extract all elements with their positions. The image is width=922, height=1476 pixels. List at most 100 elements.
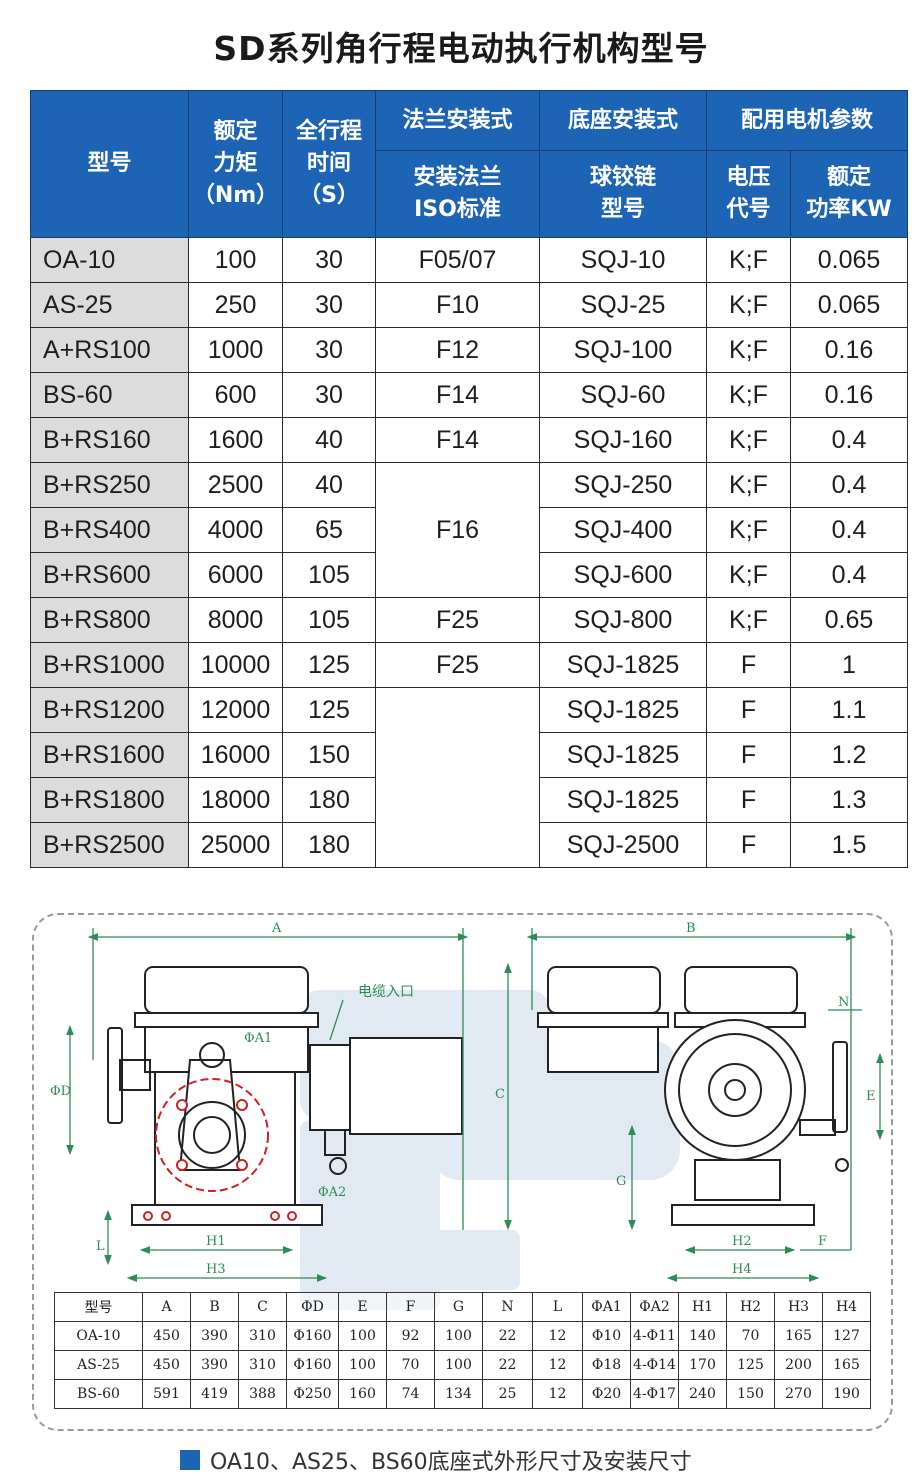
dim-header: E (338, 1292, 387, 1322)
dim-header: A (142, 1292, 191, 1322)
dim-cell: 12 (532, 1350, 583, 1380)
drawing-frame (32, 913, 893, 1431)
cell-model: B+RS400 (30, 507, 189, 553)
cell-power: 0.065 (790, 237, 908, 283)
header-torque: 额定力矩（Nm） (188, 90, 283, 238)
cell-model: B+RS1200 (30, 687, 189, 733)
cell-model: B+RS1600 (30, 732, 189, 778)
dim-cell: 390 (190, 1321, 239, 1351)
dim-cell: 310 (238, 1350, 287, 1380)
dim-cell: 25 (482, 1379, 533, 1409)
cell-model: BS-60 (30, 372, 189, 418)
page-title: SD系列角行程电动执行机构型号 (213, 29, 709, 68)
cell-model: OA-10 (30, 237, 189, 283)
dim-cell: 270 (774, 1379, 823, 1409)
dim-cell: 140 (678, 1321, 727, 1351)
cell-time: 40 (282, 417, 376, 463)
dim-cell: 190 (822, 1379, 871, 1409)
cell-base: SQJ-1825 (539, 732, 707, 778)
dim-cell: 12 (532, 1321, 583, 1351)
cell-power: 0.4 (790, 417, 908, 463)
dim-cell: Φ250 (286, 1379, 339, 1409)
label-G: G (616, 1174, 626, 1189)
cell-power: 1.2 (790, 732, 908, 778)
header-flange-group: 法兰安装式 (375, 90, 540, 151)
cell-flange: F16 (375, 462, 540, 598)
cell-time: 30 (282, 282, 376, 328)
dim-header: G (434, 1292, 483, 1322)
cell-time: 125 (282, 687, 376, 733)
cell-time: 65 (282, 507, 376, 553)
dim-cell: OA-10 (54, 1321, 143, 1351)
cell-flange: F10 (375, 282, 540, 328)
dim-cell: 4-Φ14 (630, 1350, 679, 1380)
dim-header: C (238, 1292, 287, 1322)
label-H3: H3 (206, 1262, 226, 1277)
cell-voltage: F (706, 687, 791, 733)
drawing-caption: OA10、AS25、BS60底座式外形尺寸及安装尺寸 (180, 1444, 692, 1476)
dim-cell: 12 (532, 1379, 583, 1409)
cell-voltage: F (706, 732, 791, 778)
cell-base: SQJ-1825 (539, 777, 707, 823)
cell-voltage: K;F (706, 372, 791, 418)
label-A1: ΦA1 (244, 1031, 272, 1046)
cell-voltage: K;F (706, 597, 791, 643)
dim-cell: Φ10 (582, 1321, 631, 1351)
dim-cell: 134 (434, 1379, 483, 1409)
dim-header: H4 (822, 1292, 871, 1322)
dim-header: F (386, 1292, 435, 1322)
cell-time: 40 (282, 462, 376, 508)
cell-power: 0.16 (790, 327, 908, 373)
cell-power: 0.4 (790, 507, 908, 553)
dim-cell: 4-Φ17 (630, 1379, 679, 1409)
cell-model: B+RS800 (30, 597, 189, 643)
cell-time: 180 (282, 777, 376, 823)
spec-table: 型号 额定力矩（Nm） 全行程时间（S） 法兰安装式 底座安装式 配用电机参数 … (30, 90, 908, 868)
dimension-lines (66, 928, 884, 1282)
dim-cell: 310 (238, 1321, 287, 1351)
cell-base: SQJ-400 (539, 507, 707, 553)
dim-cell: 390 (190, 1350, 239, 1380)
label-B: B (686, 921, 696, 936)
label-cable-inlet: 电缆入口 (358, 984, 414, 1000)
dim-cell: 165 (822, 1350, 871, 1380)
cell-base: SQJ-10 (539, 237, 707, 283)
label-H4: H4 (732, 1262, 752, 1277)
dim-cell: 170 (678, 1350, 727, 1380)
cell-torque: 1000 (188, 327, 283, 373)
cell-torque: 100 (188, 237, 283, 283)
cell-model: B+RS250 (30, 462, 189, 508)
caption-square-icon (180, 1450, 200, 1470)
label-F: F (818, 1234, 827, 1249)
dim-cell: 200 (774, 1350, 823, 1380)
label-H1: H1 (206, 1234, 226, 1249)
cell-power: 0.16 (790, 372, 908, 418)
header-base: 球铰链型号 (539, 150, 707, 238)
dim-cell: Φ18 (582, 1350, 631, 1380)
cell-power: 1 (790, 642, 908, 688)
right-view (537, 966, 849, 1226)
dim-cell: 22 (482, 1321, 533, 1351)
dim-cell: 240 (678, 1379, 727, 1409)
dim-cell: 165 (774, 1321, 823, 1351)
dim-cell: 100 (434, 1350, 483, 1380)
dim-cell: 450 (142, 1321, 191, 1351)
dim-header: ΦA1 (582, 1292, 631, 1322)
cell-base: SQJ-800 (539, 597, 707, 643)
dim-cell: BS-60 (54, 1379, 143, 1409)
cell-time: 30 (282, 327, 376, 373)
left-view (107, 966, 463, 1226)
cell-flange: F25 (375, 597, 540, 643)
cell-base: SQJ-600 (539, 552, 707, 598)
dim-header: H1 (678, 1292, 727, 1322)
header-power: 额定功率KW (790, 150, 908, 238)
label-E: E (866, 1089, 876, 1104)
